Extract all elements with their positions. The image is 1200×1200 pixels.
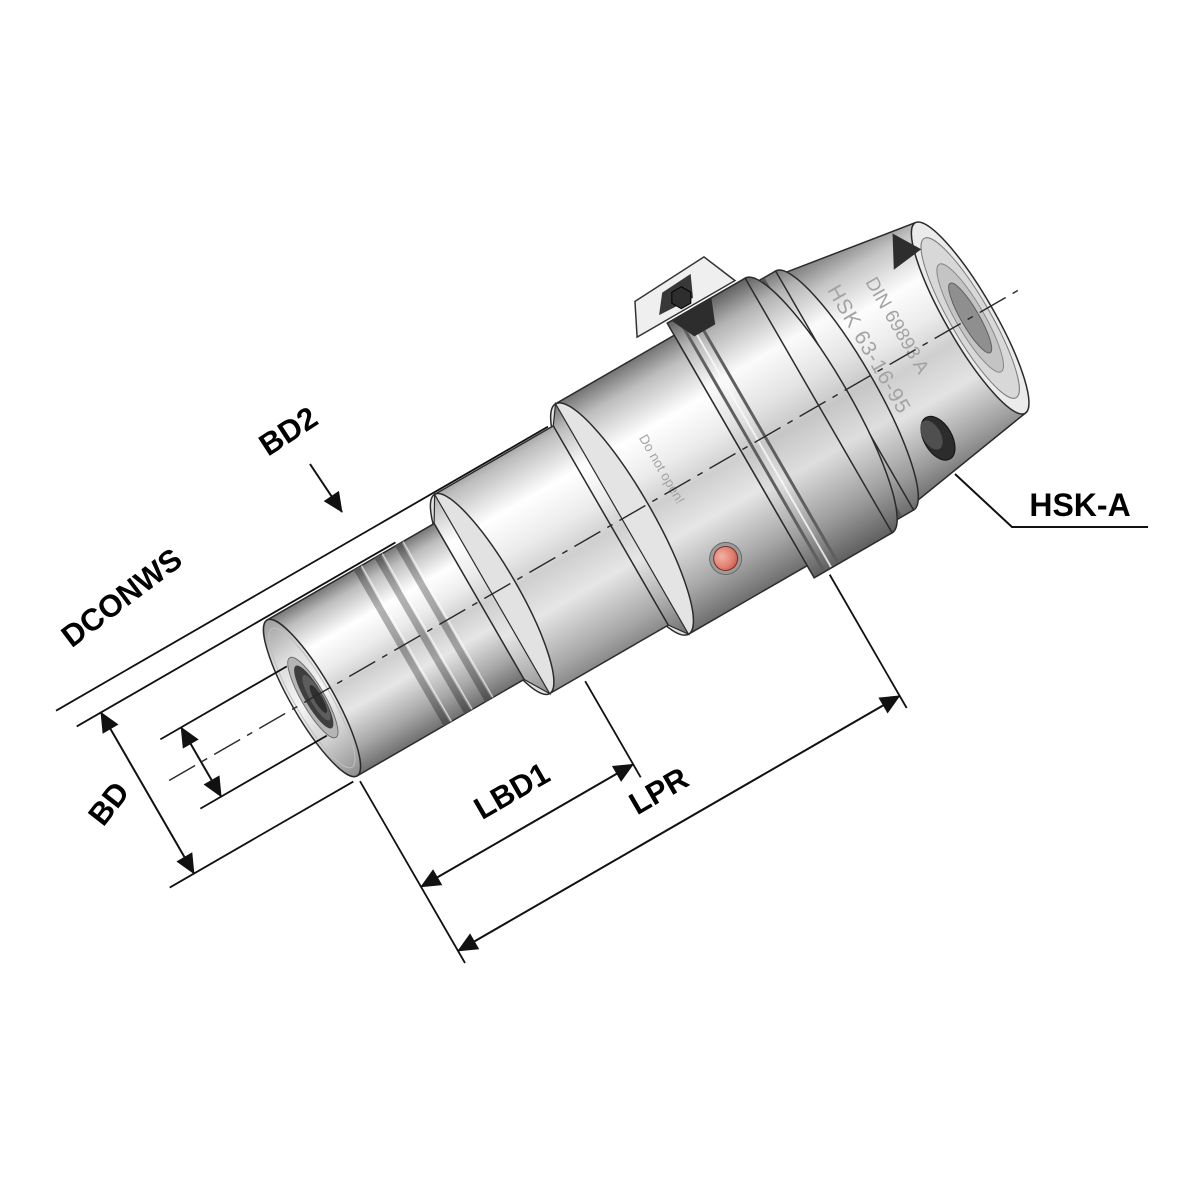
side-bore-hole-inner	[920, 420, 943, 450]
hex-screw	[671, 286, 692, 310]
dimension-line-dconws	[180, 726, 223, 798]
dimension-label-bd: BD	[81, 775, 136, 832]
dimension-line-bd	[100, 711, 195, 875]
extension-line-bd-bottom	[169, 780, 354, 889]
part-label-hsk-a: HSK-A	[1029, 487, 1130, 523]
dimension-label-lpr: LPR	[623, 760, 694, 821]
bore-deep	[309, 684, 328, 713]
extension-line-lbd1	[584, 680, 642, 778]
leader-arrow-bd2	[309, 463, 343, 513]
extension-line-dconws-top	[159, 665, 288, 741]
coupling-slot	[892, 233, 922, 270]
extension-line-front-face	[359, 780, 466, 964]
dimension-line-lpr	[457, 695, 901, 952]
groove-ring	[374, 554, 471, 714]
leader-line-hsk-a	[954, 473, 1148, 528]
collar-groove	[676, 317, 826, 572]
extension-line-bd2	[55, 425, 549, 712]
extension-line-lpr	[828, 574, 908, 709]
dimension-label-dconws: DCONWS	[55, 541, 189, 654]
dimension-label-bd2: BD2	[253, 400, 324, 463]
drive-slot	[671, 297, 716, 337]
tool-centerline	[168, 289, 1019, 782]
coolant-plug	[713, 545, 739, 571]
tool-holder: Do not open!	[55, 221, 1030, 964]
extension-line-bd-top	[76, 541, 396, 728]
dimension-lines	[55, 425, 908, 964]
extension-line-dconws-bottom	[199, 734, 328, 810]
